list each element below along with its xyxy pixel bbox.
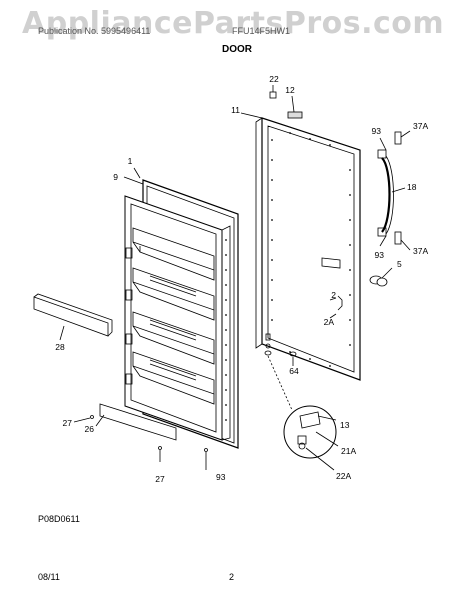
callout-27-bottom: 27: [155, 474, 165, 484]
callout-28: 28: [55, 342, 65, 352]
callout-labels: 22 12 11 1 9 93 37A 18 5 2 2A 64 13 21A …: [55, 74, 428, 484]
latch-bracket: [337, 295, 343, 311]
callout-21a: 21A: [341, 446, 356, 456]
handle-bracket-top: [394, 131, 402, 145]
callout-27-left: 27: [63, 418, 73, 428]
callout-9: 9: [113, 172, 118, 182]
model-number: FFU14F5HW1: [232, 26, 291, 36]
bottom-trim: [99, 403, 177, 441]
callout-18: 18: [407, 182, 417, 192]
callout-93-top: 93: [372, 126, 382, 136]
callout-93-mid: 93: [375, 250, 385, 260]
section-title: DOOR: [222, 44, 252, 55]
callout-22: 22: [269, 74, 279, 84]
kick-plate: [33, 296, 109, 337]
callout-64: 64: [289, 366, 299, 376]
callout-37a-bottom: 37A: [413, 246, 428, 256]
callout-2: 2: [331, 290, 336, 300]
diagram-code: P08D0611: [38, 514, 80, 524]
label-plate: [287, 111, 303, 119]
handle-bracket-bottom: [394, 231, 402, 245]
callout-2a: 2A: [324, 317, 335, 327]
callout-93-bottom: 93: [216, 472, 226, 482]
shelf-supports: [125, 247, 133, 385]
revision-date: 08/11: [38, 572, 60, 582]
callout-13: 13: [340, 420, 350, 430]
publication-number: Publication No. 5995496411: [38, 26, 151, 36]
door-shelves: [132, 227, 215, 405]
callout-5: 5: [397, 259, 402, 269]
hinge-detail-circle: [283, 405, 337, 459]
outer-door-panel: [261, 117, 361, 381]
washer-64: [289, 351, 297, 357]
screw-27-left: [73, 417, 91, 423]
lock-assembly: [321, 257, 341, 269]
hinge-plug: [269, 91, 277, 99]
callout-1: 1: [128, 156, 133, 166]
watermark: AppliancePartsPros.com: [22, 6, 445, 41]
callout-12: 12: [285, 85, 295, 95]
panel-screw-holes: [271, 132, 351, 367]
callout-37a-top: 37A: [413, 121, 428, 131]
callout-22a: 22A: [336, 471, 351, 481]
callout-11: 11: [231, 105, 240, 115]
hinge-bushing: [265, 343, 271, 349]
callout-26: 26: [85, 424, 95, 434]
page-number: 2: [229, 572, 235, 582]
liner-screw-holes: [225, 239, 227, 421]
door-handle: [381, 157, 391, 233]
